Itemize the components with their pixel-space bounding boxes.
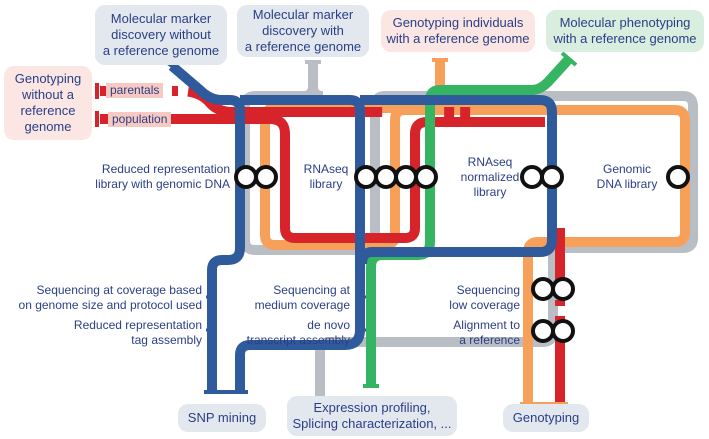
red-line-parentals (100, 86, 565, 406)
box-line: Genotyping (512, 410, 580, 425)
box-line: Genotyping (14, 71, 82, 86)
box-line: genome (24, 119, 72, 134)
box-line: SNP mining (187, 410, 257, 425)
box-line: with a reference genome (386, 31, 530, 46)
box-line: a reference genome (244, 39, 362, 54)
label-line: transcript assembly (246, 333, 350, 347)
label-line: normalized (460, 170, 520, 184)
station-rnaseq-3 (394, 165, 418, 189)
station-rnaseq-1 (354, 165, 378, 189)
label-de-novo: de novo transcript assembly (232, 318, 350, 348)
label-line: library (473, 185, 507, 199)
label-genomic-dna: Genomic DNA library (588, 162, 666, 192)
label-line: low coverage (449, 298, 520, 312)
label-alignment: Alignment to a reference (430, 318, 520, 348)
box-line: without a (21, 87, 75, 102)
box-line: Molecular phenotyping (559, 15, 691, 30)
grey-line-branch (308, 85, 324, 101)
station-reduced-2 (254, 165, 278, 189)
label-line: de novo (307, 318, 350, 332)
box-line: reference (20, 103, 76, 118)
station-align-2 (551, 319, 575, 343)
label-line: Alignment to (453, 318, 520, 332)
label-line: Sequencing at (273, 283, 350, 297)
box-line: discovery with (262, 23, 344, 38)
box-line: with a reference genome (553, 31, 697, 46)
station-lowcov-2 (551, 277, 575, 301)
label-seq-medium: Sequencing at medium coverage (232, 283, 350, 313)
label-line: DNA library (596, 177, 658, 191)
label-reduced-tag: Reduced representation tag assembly (30, 318, 202, 348)
label-seq-coverage: Sequencing at coverage based on genome s… (10, 283, 202, 313)
label-rnaseq-library: RNAseq library (298, 162, 354, 192)
box-snp-mining: SNP mining (178, 404, 266, 432)
box-line: Molecular marker (252, 7, 354, 22)
station-align-1 (531, 319, 555, 343)
label-line: tag assembly (131, 333, 202, 347)
station-reduced-1 (234, 165, 258, 189)
label-line: Reduced representation (73, 318, 202, 332)
label-seq-low: Sequencing low coverage (430, 283, 520, 313)
label-line: Genomic (602, 162, 652, 176)
station-norm-2 (540, 165, 564, 189)
station-rnaseq-2 (374, 165, 398, 189)
box-genotyping-without-ref: Genotyping without a reference genome (4, 66, 92, 140)
label-line: Sequencing at coverage based (36, 283, 202, 297)
box-line: Splicing characterization, ... (292, 416, 452, 431)
station-genomic (666, 165, 690, 189)
label-rnaseq-normalized: RNAseq normalized library (455, 155, 525, 200)
label-line: medium coverage (254, 298, 350, 312)
green-cap (560, 51, 578, 67)
label-line: on genome size and protocol used (18, 298, 202, 312)
station-norm-1 (520, 165, 544, 189)
station-rnaseq-4 (414, 165, 438, 189)
station-lowcov-1 (531, 277, 555, 301)
box-line: a reference genome (102, 43, 220, 58)
navy-line-2 (235, 95, 365, 392)
box-expression-profiling: Expression profiling, Splicing character… (287, 396, 457, 436)
box-marker-discovery-with-ref: Molecular marker discovery with a refere… (237, 5, 369, 57)
red-line-population (100, 114, 545, 243)
box-molecular-phenotyping: Molecular phenotyping with a reference g… (546, 10, 704, 52)
label-line: Reduced representation (101, 162, 230, 176)
navy-line-3 (357, 95, 557, 265)
label-line: RNAseq (303, 162, 349, 176)
label-line: Sequencing (456, 283, 520, 297)
box-line: Expression profiling, (313, 400, 431, 415)
label-line: RNAseq (467, 155, 513, 169)
box-line: discovery without (111, 27, 211, 42)
box-marker-discovery-without-ref: Molecular marker discovery without a ref… (95, 5, 227, 65)
box-genotyping: Genotyping (503, 404, 589, 432)
label-reduced-library: Reduced representation library with geno… (60, 162, 230, 192)
label-line: a reference (459, 333, 520, 347)
tag-parentals: parentals (106, 83, 164, 98)
label-line: library with genomic DNA (95, 177, 230, 191)
box-line: Genotyping individuals (392, 15, 524, 30)
box-line: Molecular marker (110, 11, 212, 26)
box-genotyping-with-ref: Genotyping individuals with a reference … (381, 10, 535, 52)
tag-population: population (108, 112, 172, 127)
label-line: library (309, 177, 343, 191)
